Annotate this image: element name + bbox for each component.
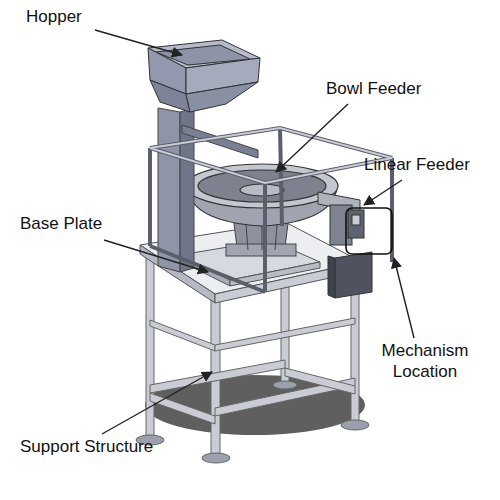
- part-label: Linear Feeder: [364, 154, 470, 175]
- part-label: Mechanism Location: [366, 340, 484, 383]
- base-plate: [180, 240, 320, 286]
- part-label: Support Structure: [20, 436, 153, 457]
- part-label: Base Plate: [20, 213, 102, 234]
- mechanism-bracket: [346, 208, 392, 254]
- hopper: [148, 40, 260, 112]
- control-box: [328, 252, 372, 298]
- part-label: Hopper: [26, 6, 82, 27]
- part-label: Bowl Feeder: [326, 78, 421, 99]
- linear-feeder: [318, 192, 364, 245]
